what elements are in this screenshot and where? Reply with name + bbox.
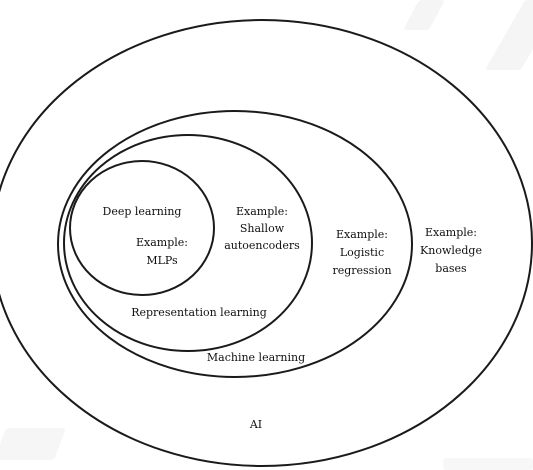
rl-example-line: autoencoders [224,239,300,252]
ml-example-line: Example: [336,228,388,241]
watermark-shape [443,458,533,470]
rl-example-line: Shallow [240,222,285,235]
representation-learning-label: Representation learning [131,306,267,319]
ai-example-line: Example: [425,226,477,239]
ai-example-line: Knowledge [420,244,482,257]
representation-learning-ellipse [63,134,313,352]
machine-learning-ellipse [57,110,413,378]
ml-example-line: regression [332,264,391,277]
ai-label: AI [249,418,262,431]
ai-example-line: bases [435,262,467,275]
ml-example-line: Logistic [340,246,384,259]
machine-learning-label: Machine learning [207,351,305,364]
deep-learning-label: Deep learning [103,205,182,218]
dl-example-line: Example: [136,236,188,249]
deep-learning-ellipse [69,160,215,296]
rl-example-line: Example: [236,205,288,218]
dl-example-line: MLPs [146,254,178,267]
ai-ellipse [0,19,533,467]
